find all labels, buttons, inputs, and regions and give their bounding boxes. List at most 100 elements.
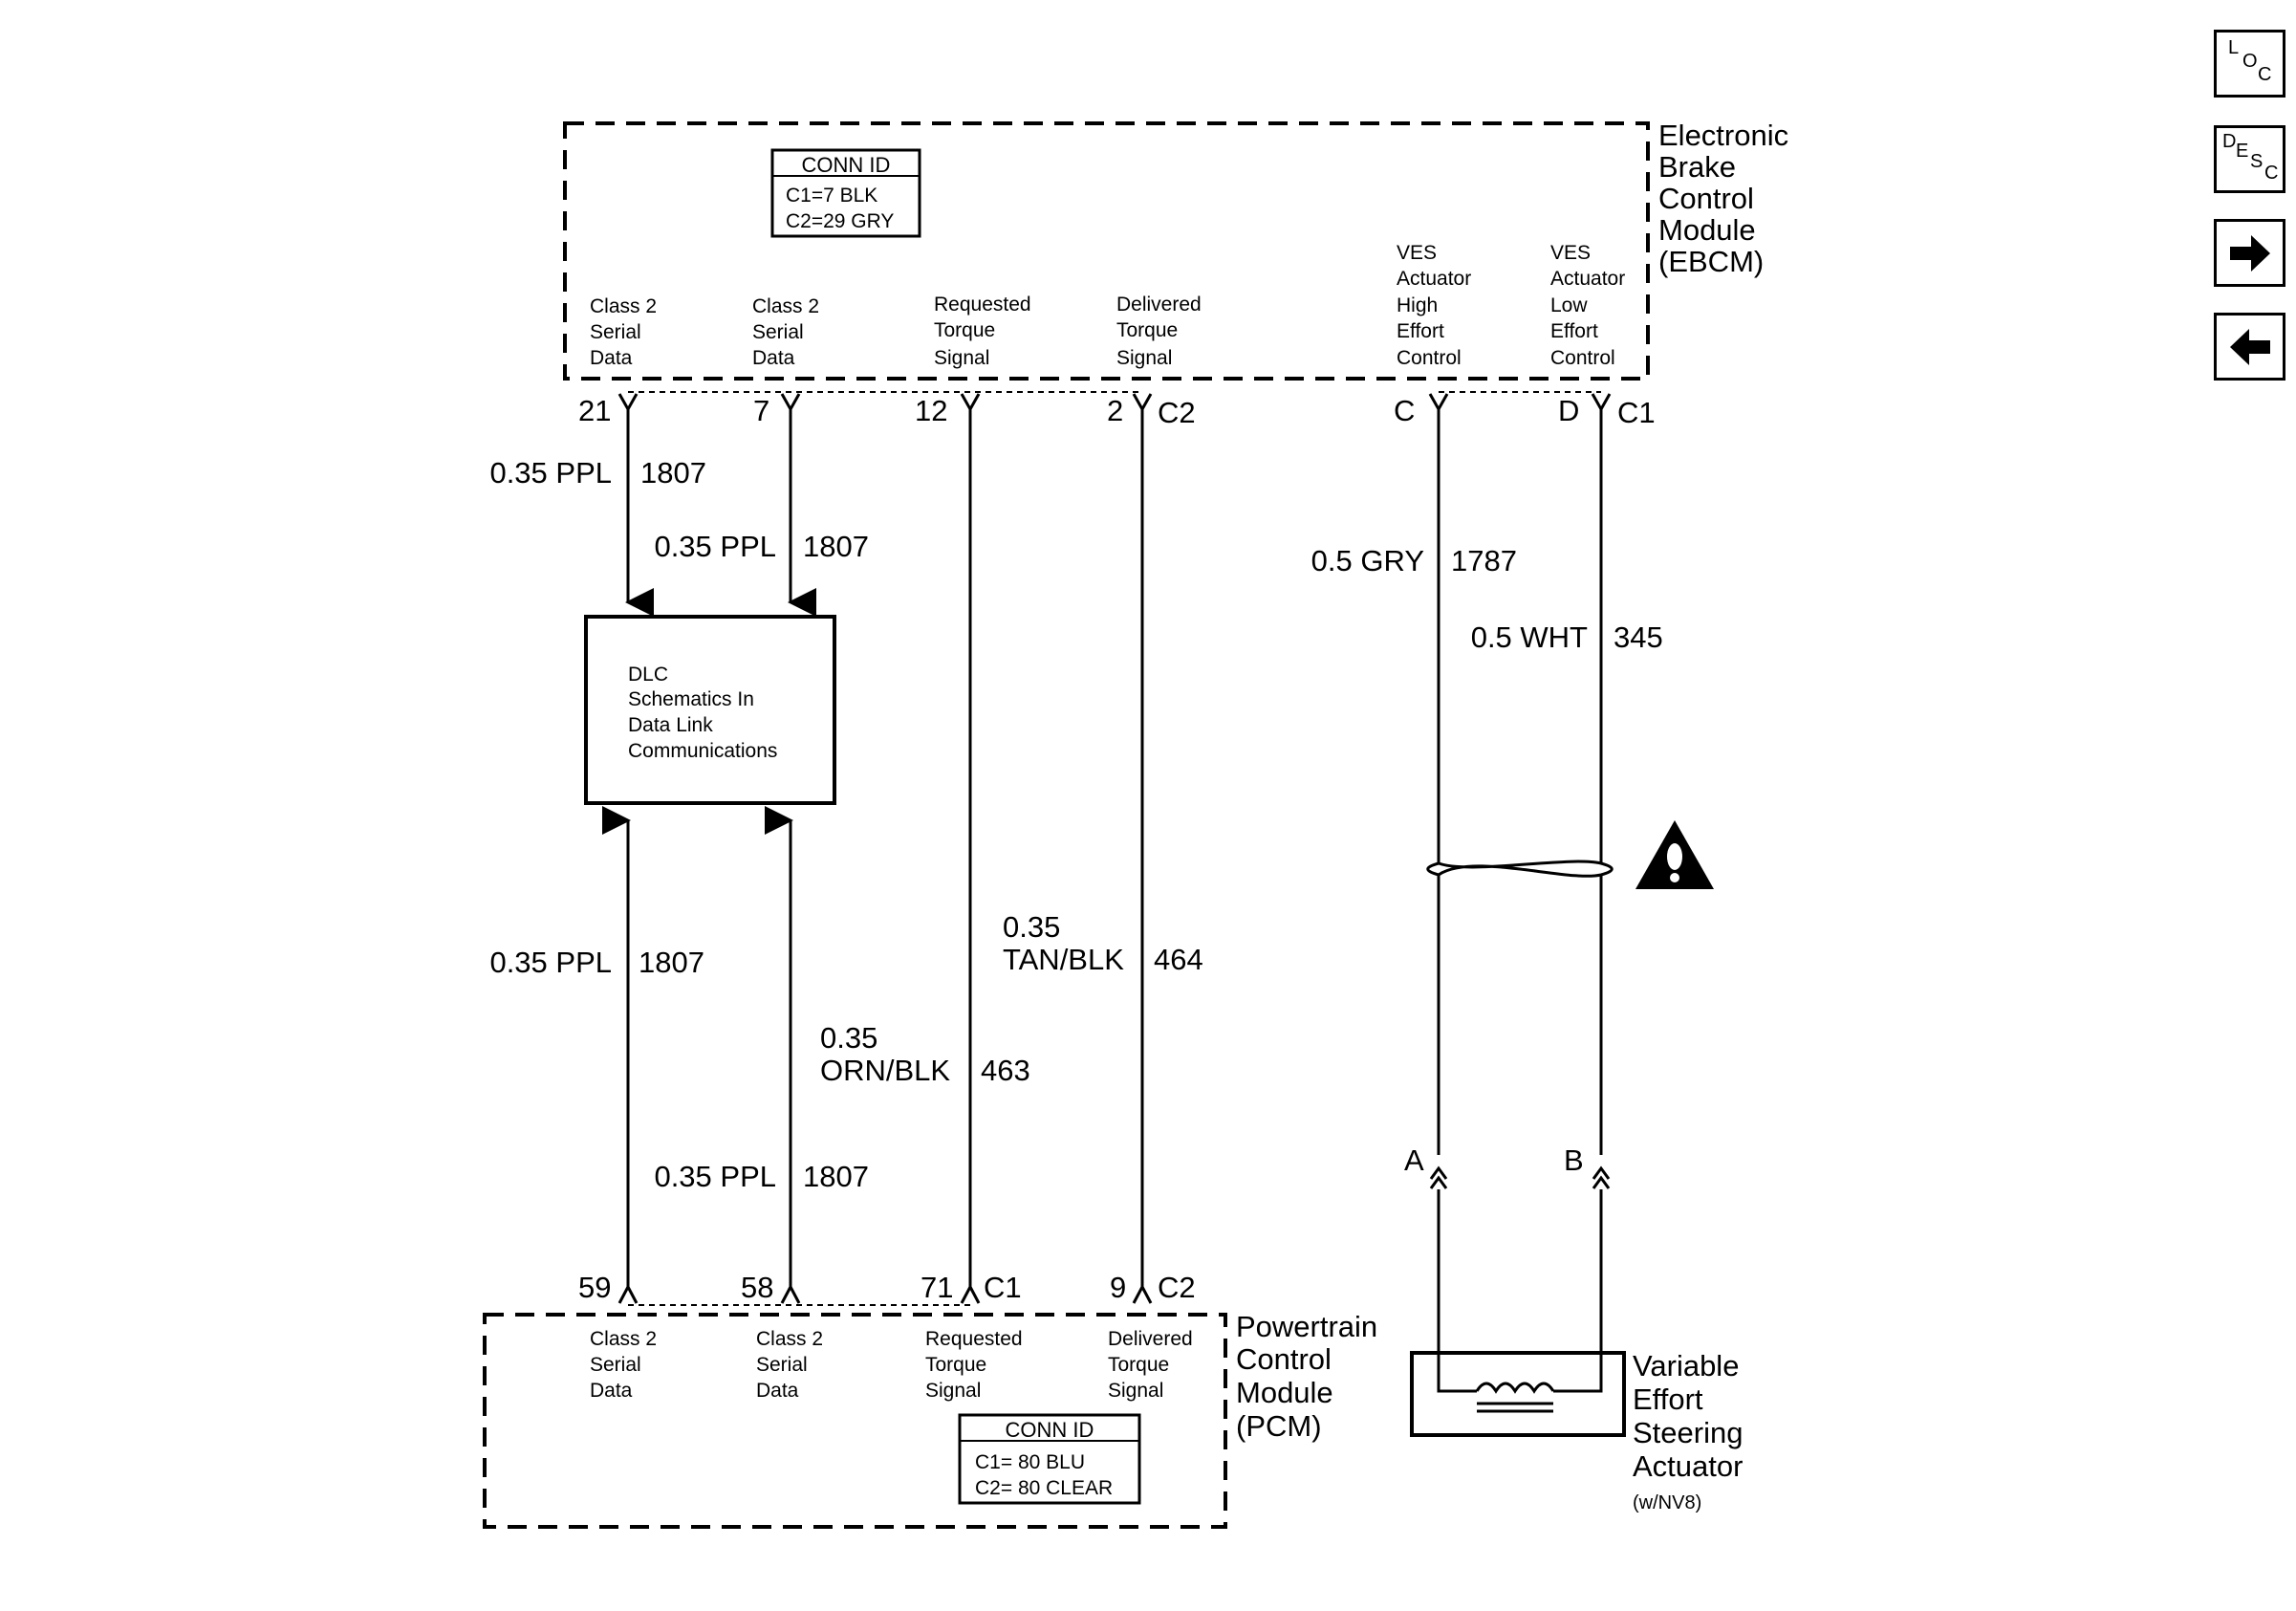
svg-text:Signal: Signal: [934, 347, 989, 369]
pcm-pin-number: 9: [1110, 1271, 1126, 1304]
actuator-option: (w/NV8): [1633, 1492, 1701, 1513]
wire-label-gauge-color: 0.5 WHT: [1471, 620, 1588, 654]
dlc-line: Data Link: [628, 714, 713, 736]
svg-text:Control: Control: [1236, 1342, 1332, 1376]
arrow-right-icon: [2230, 235, 2270, 272]
ebcm-name-line: (EBCM): [1658, 245, 1764, 278]
ebcm-pin-number: 2: [1107, 394, 1123, 427]
pcm-conn-id-title: CONN ID: [1006, 1418, 1094, 1442]
svg-text:Signal: Signal: [1108, 1380, 1163, 1402]
wire-label-color: ORN/BLK: [820, 1054, 950, 1087]
svg-text:Control: Control: [1550, 347, 1615, 369]
wire-label-circuit: 1807: [803, 1160, 869, 1193]
svg-text:Requested: Requested: [934, 294, 1031, 316]
actuator-name: Variable Effort Steering Actuator (w/NV8…: [1633, 1349, 1743, 1513]
svg-text:Data: Data: [590, 347, 633, 369]
caution-triangle-icon: [1635, 820, 1714, 889]
svg-text:VES: VES: [1397, 242, 1437, 264]
svg-text:Data: Data: [590, 1380, 633, 1402]
desc-button[interactable]: D E S C: [2214, 125, 2285, 193]
svg-text:Delivered: Delivered: [1116, 294, 1202, 316]
svg-text:Signal: Signal: [925, 1380, 981, 1402]
dlc-line: Communications: [628, 740, 777, 762]
pcm-pin-number: 59: [578, 1271, 611, 1304]
svg-text:Actuator: Actuator: [1633, 1449, 1743, 1483]
twisted-pair-symbol: [1426, 860, 1614, 878]
ebcm-pin-label-2: Delivered Torque Signal: [1116, 294, 1202, 369]
svg-text:High: High: [1397, 294, 1438, 316]
svg-text:Signal: Signal: [1116, 347, 1172, 369]
wire-label-gauge-color: 0.35 PPL: [489, 946, 612, 979]
pcm-connector-label: C2: [1158, 1271, 1196, 1304]
svg-text:Class 2: Class 2: [756, 1328, 823, 1350]
pcm-pin-number: 58: [741, 1271, 773, 1304]
pcm-pin-label-59: Class 2 Serial Data: [590, 1328, 657, 1402]
svg-text:Serial: Serial: [752, 321, 804, 343]
ebcm-name-line: Control: [1658, 182, 1754, 215]
wire-label-gauge-color: 0.35 PPL: [489, 456, 612, 490]
ebcm-conn-id: CONN ID C1=7 BLK C2=29 GRY: [770, 148, 921, 238]
wire-label-circuit: 345: [1614, 620, 1663, 654]
svg-text:(PCM): (PCM): [1236, 1409, 1322, 1443]
svg-text:Torque: Torque: [1116, 319, 1178, 341]
svg-text:Torque: Torque: [1108, 1354, 1169, 1376]
svg-text:Serial: Serial: [756, 1354, 808, 1376]
pcm-conn-id-line: C1= 80 BLU: [975, 1451, 1085, 1473]
pcm-module-box: [483, 1313, 1227, 1529]
pcm-terminal-symbols: [617, 1283, 1153, 1304]
dlc-line: DLC: [628, 664, 668, 686]
pcm-pin-label-9: Delivered Torque Signal: [1108, 1328, 1193, 1402]
svg-text:Data: Data: [752, 347, 795, 369]
next-page-button[interactable]: [2214, 219, 2285, 287]
svg-text:Steering: Steering: [1633, 1416, 1743, 1449]
ebcm-name-line: Module: [1658, 213, 1756, 247]
dlc-line: Schematics In: [628, 688, 754, 710]
ebcm-pin-number: 12: [915, 394, 947, 427]
wire-label-gauge: 0.35: [820, 1021, 877, 1055]
svg-text:Class 2: Class 2: [590, 1328, 657, 1350]
wire-label-circuit: 464: [1154, 943, 1203, 976]
loc-button[interactable]: L O C: [2214, 30, 2285, 98]
svg-text:Torque: Torque: [934, 319, 995, 341]
svg-text:Low: Low: [1550, 294, 1588, 316]
pcm-pin-number: 71: [921, 1271, 953, 1304]
pcm-pin-label-58: Class 2 Serial Data: [756, 1328, 823, 1402]
ebcm-pin-label-21: Class 2 Serial Data: [590, 295, 657, 369]
ebcm-pin-number: C: [1394, 394, 1415, 427]
desc-icon: D E S C: [2222, 131, 2279, 184]
ebcm-conn-id-line: C2=29 GRY: [786, 210, 894, 232]
wire-label-gauge-color: 0.35 PPL: [654, 530, 776, 563]
ebcm-conn-id-title: CONN ID: [802, 153, 891, 177]
svg-text:Requested: Requested: [925, 1328, 1023, 1350]
pcm-conn-id-line: C2= 80 CLEAR: [975, 1477, 1113, 1499]
pcm-pin-label-71: Requested Torque Signal: [925, 1328, 1023, 1402]
ebcm-name-line: Electronic: [1658, 119, 1788, 152]
svg-text:VES: VES: [1550, 242, 1591, 264]
svg-text:Effort: Effort: [1550, 320, 1598, 342]
ebcm-conn-id-line: C1=7 BLK: [786, 185, 877, 207]
actuator-pin-label: A: [1404, 1143, 1424, 1177]
wire-label-circuit: 1807: [803, 530, 869, 563]
svg-text:Torque: Torque: [925, 1354, 986, 1376]
svg-text:Actuator: Actuator: [1397, 268, 1471, 290]
svg-text:Class 2: Class 2: [590, 295, 657, 317]
ebcm-pin-label-c: VES Actuator High Effort Control: [1397, 242, 1471, 369]
ebcm-pin-label-7: Class 2 Serial Data: [752, 295, 819, 369]
svg-text:Serial: Serial: [590, 1354, 641, 1376]
arrow-left-icon: [2230, 329, 2270, 365]
ebcm-pin-label-12: Requested Torque Signal: [934, 294, 1031, 369]
wire-label-gauge: 0.35: [1003, 910, 1060, 944]
actuator-pin-label: B: [1564, 1143, 1584, 1177]
wire-label-circuit: 463: [981, 1054, 1030, 1087]
wire-label-circuit: 1807: [639, 946, 704, 979]
ebcm-name: Electronic Brake Control Module (EBCM): [1658, 119, 1788, 278]
ebcm-pin-number: 21: [578, 394, 611, 427]
dlc-box: DLC Schematics In Data Link Communicatio…: [584, 615, 836, 805]
wire-label-gauge-color: 0.5 GRY: [1311, 544, 1424, 577]
prev-page-button[interactable]: [2214, 313, 2285, 381]
ebcm-pin-number: 7: [753, 394, 769, 427]
wire-label-gauge-color: 0.35 PPL: [654, 1160, 776, 1193]
actuator-terminal-symbols: [1429, 1165, 1611, 1189]
svg-text:Effort: Effort: [1633, 1382, 1703, 1416]
svg-text:Serial: Serial: [590, 321, 641, 343]
